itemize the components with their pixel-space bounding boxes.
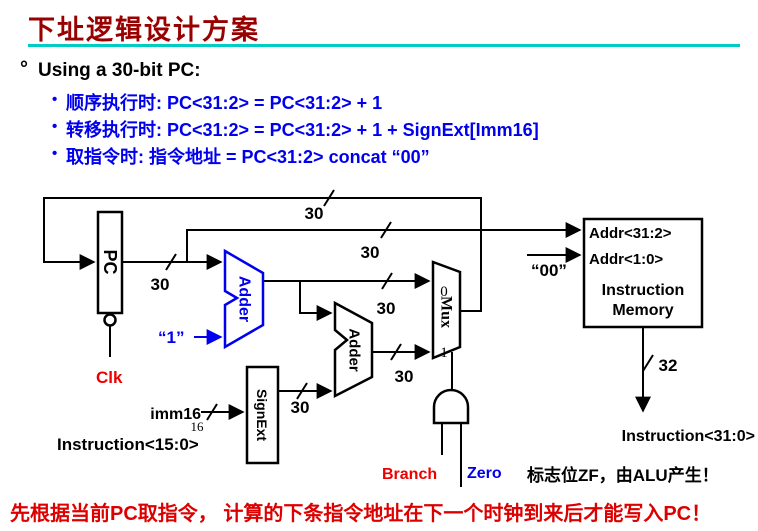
- wire-mux-feedback-to-pc: [43, 197, 482, 312]
- bus-slash: [323, 189, 335, 207]
- imem-addr-hi-label: Addr<31:2>: [589, 225, 672, 242]
- wire-pc-to-imem: [186, 222, 582, 262]
- imem-addr-lo-label: Addr<1:0>: [589, 251, 663, 268]
- bullet-icon: •: [52, 145, 58, 162]
- and-gate: [432, 388, 470, 425]
- bullet-icon: •: [52, 118, 58, 135]
- page-title: 下址逻辑设计方案: [28, 15, 260, 45]
- bus-width-label: 30: [361, 243, 380, 262]
- bus-slash: [206, 403, 218, 421]
- heading-bullet-icon: °: [20, 58, 28, 80]
- bus-slash: [381, 272, 393, 290]
- zf-note: 标志位ZF，由ALU产生！: [527, 465, 719, 485]
- const-zero2-label: “00”: [531, 261, 567, 280]
- adder1-shape: [223, 248, 265, 350]
- adder2-label: Adder: [346, 328, 363, 372]
- signext-box: [245, 365, 280, 465]
- pc-register-box: [96, 210, 124, 315]
- bus-width-label: 30: [305, 204, 324, 223]
- pc-label: PC: [100, 249, 120, 274]
- adder1-label: Adder: [236, 276, 253, 322]
- bullet-icon: •: [52, 91, 58, 108]
- bullet-branching: 转移执行时: PC<31:2> = PC<31:2> + 1 + SignExt…: [66, 120, 539, 140]
- pc-clock-bubble: [103, 313, 117, 327]
- instruction-31-0-label: Instruction<31:0>: [622, 428, 755, 445]
- adder2-shape: [333, 300, 374, 399]
- signext-label: SignExt: [254, 389, 270, 441]
- branch-label: Branch: [382, 466, 437, 483]
- mux-label: Mux: [438, 296, 455, 328]
- bullet-sequential: 顺序执行时: PC<31:2> = PC<31:2> + 1: [66, 93, 383, 113]
- bus-width-label: 30: [151, 275, 170, 294]
- bus-slash: [296, 382, 308, 400]
- mux-input1-label: 1: [440, 345, 448, 361]
- wire-adder1-to-adder2: [299, 281, 333, 321]
- imem-name-line2: Memory: [612, 302, 673, 319]
- const-one-label: “1”: [158, 328, 184, 347]
- title-underline: [28, 44, 740, 47]
- mux-shape: [431, 260, 462, 360]
- bus-width-label: 30: [395, 367, 414, 386]
- mux-input0-label: 0: [440, 284, 448, 300]
- footer-note: 先根据当前PC取指令， 计算的下条指令地址在下一个时钟到来后才能写入PC！: [10, 503, 712, 525]
- zero-label: Zero: [467, 465, 502, 482]
- bus-width-label: 32: [659, 356, 678, 375]
- imem-name-line1: Instruction: [602, 282, 685, 299]
- bus-slash: [165, 253, 177, 271]
- bus-slash: [390, 343, 402, 361]
- imm16-label: imm16: [150, 406, 201, 423]
- bus-slash: [380, 221, 392, 239]
- bus-width-label: 16: [191, 419, 205, 434]
- bullet-fetch: 取指令时: 指令地址 = PC<31:2> concat “00”: [66, 147, 430, 167]
- heading: Using a 30-bit PC:: [38, 60, 201, 81]
- bus-slash: [642, 354, 654, 372]
- bus-width-label: 30: [377, 299, 396, 318]
- instruction-15-0-label: Instruction<15:0>: [57, 435, 199, 454]
- bus-width-label: 30: [291, 398, 310, 417]
- instruction-memory-box: [582, 217, 704, 329]
- clk-label: Clk: [96, 368, 123, 387]
